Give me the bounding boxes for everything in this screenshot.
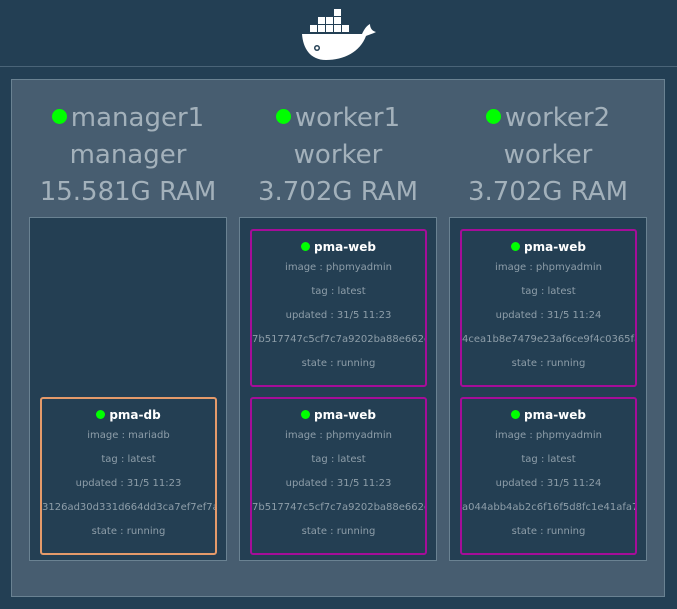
- node-name: worker2: [504, 103, 611, 133]
- task-name: pma-web: [524, 408, 586, 422]
- task-state: state : running: [91, 526, 166, 537]
- task-name: pma-db: [109, 408, 161, 422]
- node-tasks: pma-db image : mariadb tag : latest upda…: [29, 217, 227, 561]
- task-updated: updated : 31/5 11:23: [285, 478, 392, 489]
- task-name: pma-web: [524, 240, 586, 254]
- task-updated: updated : 31/5 11:24: [495, 310, 602, 321]
- status-dot: [301, 242, 310, 251]
- task-image: image : phpmyadmin: [285, 430, 392, 441]
- status-dot: [96, 410, 106, 419]
- task-id: 7b517747c5cf7c7a9202ba88e662e: [252, 502, 427, 513]
- task-id: 7b517747c5cf7c7a9202ba88e662e: [252, 334, 427, 345]
- node-tasks: pma-web image : phpmyadmin tag : latest …: [449, 217, 647, 561]
- node-role: worker: [293, 140, 383, 170]
- task-tag: tag : latest: [101, 454, 156, 465]
- task-tag: tag : latest: [521, 286, 576, 297]
- status-dot: [275, 109, 291, 124]
- task-id: a044abb4ab2c6f16f5d8fc1e41afa76: [462, 502, 637, 513]
- task-image: image : phpmyadmin: [495, 430, 602, 441]
- task-tag: tag : latest: [311, 454, 366, 465]
- node-name: worker1: [294, 103, 401, 133]
- task-state: state : running: [301, 526, 376, 537]
- status-dot: [485, 109, 501, 124]
- task-image: image : phpmyadmin: [285, 262, 392, 273]
- task-state: state : running: [511, 358, 586, 369]
- task-id: 4cea1b8e7479e23af6ce9f4c0365fa: [462, 334, 637, 345]
- header: [0, 0, 677, 67]
- swarm-panel: manager1 manager 15.581G RAM pma-db imag…: [11, 79, 665, 597]
- task-id: 3126ad30d331d664dd3ca7ef7ef7a: [42, 502, 217, 513]
- node-ram: 3.702G RAM: [257, 177, 419, 207]
- status-dot: [511, 410, 520, 419]
- status-dot: [511, 242, 520, 251]
- task-updated: updated : 31/5 11:23: [75, 478, 182, 489]
- task-card[interactable]: pma-web image : phpmyadmin tag : latest …: [460, 229, 637, 387]
- task-name: pma-web: [314, 408, 376, 422]
- docker-logo-icon: [302, 9, 376, 60]
- node-tasks: pma-web image : phpmyadmin tag : latest …: [239, 217, 437, 561]
- task-card[interactable]: pma-web image : phpmyadmin tag : latest …: [460, 397, 637, 555]
- node-role: manager: [69, 140, 187, 170]
- task-updated: updated : 31/5 11:24: [495, 478, 602, 489]
- status-dot: [51, 109, 67, 124]
- task-state: state : running: [511, 526, 586, 537]
- task-updated: updated : 31/5 11:23: [285, 310, 392, 321]
- task-image: image : mariadb: [87, 430, 170, 441]
- node-name: manager1: [70, 103, 205, 133]
- task-tag: tag : latest: [311, 286, 366, 297]
- node-role: worker: [503, 140, 593, 170]
- task-card[interactable]: pma-db image : mariadb tag : latest upda…: [40, 397, 217, 555]
- node-ram: 15.581G RAM: [39, 177, 217, 207]
- node-ram: 3.702G RAM: [467, 177, 629, 207]
- task-tag: tag : latest: [521, 454, 576, 465]
- status-dot: [301, 410, 310, 419]
- task-card[interactable]: pma-web image : phpmyadmin tag : latest …: [250, 229, 427, 387]
- task-name: pma-web: [314, 240, 376, 254]
- task-state: state : running: [301, 358, 376, 369]
- task-image: image : phpmyadmin: [495, 262, 602, 273]
- task-card[interactable]: pma-web image : phpmyadmin tag : latest …: [250, 397, 427, 555]
